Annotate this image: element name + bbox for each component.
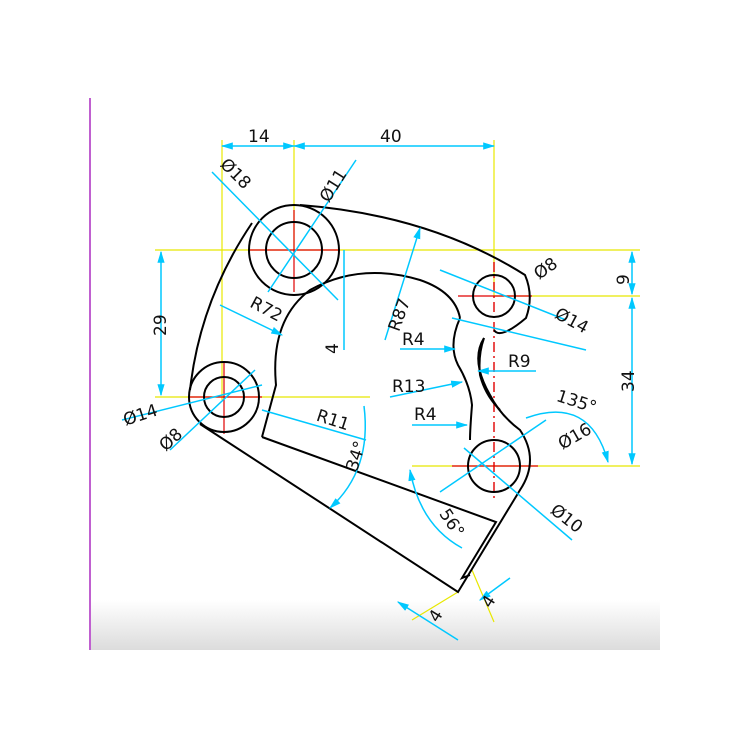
boss-right-hole <box>472 274 516 318</box>
dim-r4-upper: R4 <box>402 330 425 350</box>
dimension-lines <box>121 142 636 641</box>
dim-29: 29 <box>151 314 171 336</box>
dim-9: 9 <box>614 274 634 285</box>
dim-14-top: 14 <box>248 127 270 147</box>
dim-r9: R9 <box>508 352 531 372</box>
bottom-gradient <box>90 600 660 650</box>
dim-r13: R13 <box>392 377 425 397</box>
dim-r87: R87 <box>385 296 415 334</box>
boss-bottom-hole <box>467 439 521 493</box>
dim-dia10: Ø10 <box>546 500 586 537</box>
dim-ang135: 135° <box>554 386 599 418</box>
dim-dia14-left: Ø14 <box>121 401 160 431</box>
boss-left-hole <box>203 376 245 418</box>
dim-dia8-left: Ø8 <box>156 424 187 455</box>
dim-34: 34 <box>619 370 639 392</box>
dim-ang34: 34° <box>343 439 371 474</box>
dimension-labels: 14 40 Ø18 Ø11 Ø8 9 29 R72 R87 4 Ø14 R4 R… <box>121 127 639 626</box>
boss-top-left-outer <box>248 204 340 296</box>
dim-r11: R11 <box>314 406 352 435</box>
dim-dia11: Ø11 <box>316 166 352 206</box>
dim-40-top: 40 <box>380 127 402 147</box>
dim-4-inner: 4 <box>323 343 343 354</box>
part-outline <box>188 204 531 594</box>
boss-top-left-hole <box>265 221 323 279</box>
boss-left-outer <box>188 361 260 433</box>
dim-r4-lower: R4 <box>414 405 437 425</box>
dim-dia14-right: Ø14 <box>551 304 591 338</box>
dim-dia8-right: Ø8 <box>530 254 561 284</box>
